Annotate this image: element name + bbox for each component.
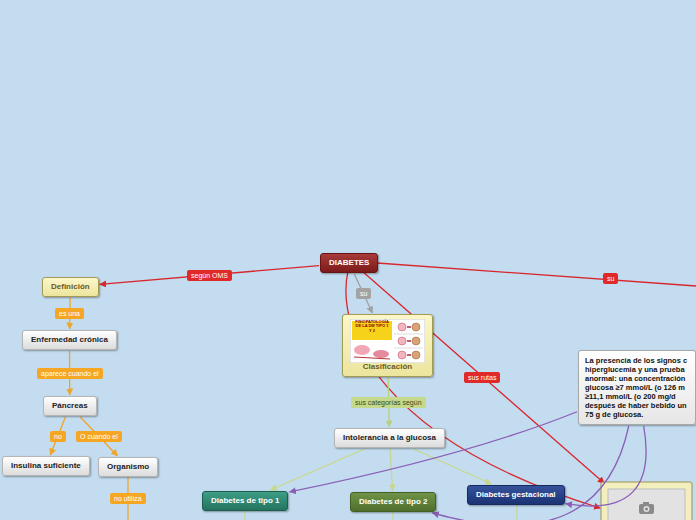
connector	[289, 412, 577, 492]
branch-line	[244, 510, 245, 520]
branch-label: su	[603, 273, 618, 284]
branch-label: sus rutas	[464, 372, 500, 383]
branch-line	[377, 263, 696, 286]
node-text: Intolerancia a la glucosa	[343, 433, 436, 443]
connector	[100, 266, 319, 285]
root-topic: DIABETES	[320, 253, 378, 273]
branch-label: no utiliza	[110, 493, 146, 504]
concept-box: Enfermedad crónica	[22, 330, 117, 350]
concept-box: Intolerancia a la glucosa	[334, 428, 445, 448]
type-box: Diabetes de tipo 1	[202, 491, 288, 511]
node-text: Insulina suficiente	[11, 461, 81, 471]
edge-label: su	[356, 288, 371, 299]
edge-label: aparece cuando el	[37, 368, 103, 379]
edge-label: según OMS	[187, 270, 232, 281]
node-text: La presencia de los signos c hiperglucem…	[585, 356, 689, 419]
node-text: Organismo	[107, 462, 149, 472]
edge-label: no	[50, 431, 66, 442]
connector	[354, 274, 372, 313]
node-text: Clasificación	[343, 362, 432, 372]
node-text: Diabetes de tipo 1	[211, 496, 279, 506]
connector	[566, 426, 646, 506]
type-box: Diabetes gestacional	[467, 485, 565, 505]
branch-line	[362, 271, 604, 483]
edge-label: es una	[55, 308, 84, 319]
connector	[414, 449, 492, 484]
connector	[270, 449, 364, 490]
concept-box: Organismo	[98, 457, 158, 477]
node-text: Enfermedad crónica	[31, 335, 108, 345]
image-placeholder	[601, 482, 692, 520]
edge-label: O cuando el	[76, 431, 122, 442]
edge-label: sus categorías según	[351, 397, 426, 408]
connector	[50, 417, 65, 455]
node-text: Definición	[51, 282, 90, 292]
node-text: Diabetes gestacional	[476, 490, 556, 500]
note-box: La presencia de los signos c hiperglucem…	[578, 350, 696, 425]
concept-box: Páncreas	[43, 396, 97, 416]
image-topic: Clasificación FISIOPATOLOGÍA DE LA DM TIP…	[342, 314, 433, 377]
node-text: Páncreas	[52, 401, 88, 411]
concept-box: Insulina suficiente	[2, 456, 90, 476]
branch-line	[392, 511, 393, 520]
type-box: Diabetes de tipo 2	[350, 492, 436, 512]
node-text: Diabetes de tipo 2	[359, 497, 427, 507]
node-text: DIABETES	[329, 258, 369, 268]
topic-box: Definición	[42, 277, 99, 297]
branch-line	[516, 504, 517, 520]
thumbnail-text: FISIOPATOLOGÍA DE LA DM TIPO 1 Y 2	[355, 320, 389, 333]
branch-curve	[346, 271, 600, 508]
